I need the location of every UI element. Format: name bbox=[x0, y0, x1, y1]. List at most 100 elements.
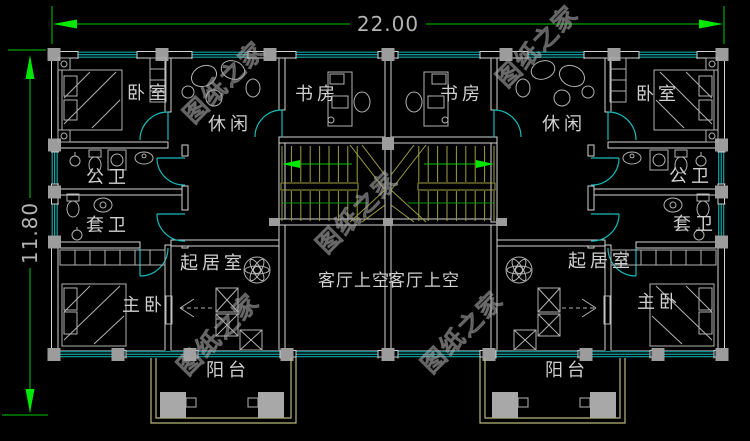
room-label-balcony-right: 阳台 bbox=[545, 360, 589, 381]
balcony-rail-left-inner bbox=[155, 358, 292, 419]
room-label-master-left: 主卧 bbox=[122, 295, 166, 316]
column bbox=[382, 137, 394, 150]
sofa-living-right bbox=[513, 287, 561, 351]
room-label-master-right: 主卧 bbox=[637, 292, 681, 313]
tv-and-arrow-left bbox=[165, 295, 214, 325]
staircase bbox=[280, 144, 496, 223]
sofa-leisure-left bbox=[181, 60, 261, 107]
door-master-right bbox=[607, 247, 637, 277]
column bbox=[607, 48, 621, 61]
room-label-void-left: 客厅上空 bbox=[318, 271, 390, 291]
width-dimension-label: 22.00 bbox=[357, 12, 419, 36]
balcony-rail-right-inner bbox=[484, 358, 621, 419]
room-label-ensuite-bath-right: 套卫 bbox=[673, 214, 717, 235]
bed-bedroom-right bbox=[653, 57, 719, 143]
ceiling-fan-left bbox=[243, 256, 271, 284]
room-label-balcony-left: 阳台 bbox=[206, 360, 250, 381]
room-label-study-left: 书房 bbox=[295, 84, 339, 105]
dimension-annotations: 22.00 11.80 bbox=[2, 6, 725, 416]
balcony-column bbox=[492, 392, 518, 418]
balcony-column bbox=[160, 392, 186, 418]
column bbox=[48, 235, 61, 249]
column bbox=[715, 48, 729, 61]
column bbox=[111, 348, 125, 361]
sofa-leisure-right bbox=[515, 60, 595, 107]
room-label-public-bath-left: 公卫 bbox=[86, 167, 130, 188]
column bbox=[715, 138, 728, 152]
bed-bedroom-left bbox=[57, 57, 123, 143]
column bbox=[48, 185, 61, 199]
column bbox=[482, 348, 496, 361]
structural-columns bbox=[47, 48, 729, 361]
column bbox=[579, 348, 593, 361]
furniture bbox=[57, 57, 719, 351]
fixtures-public-bath-right bbox=[622, 149, 707, 174]
room-labels: 卧室 卧室 书房 书房 休闲 休闲 公卫 公卫 套卫 套卫 主卧 主卧 起居室 … bbox=[86, 83, 717, 381]
balcony-rail-right-outer bbox=[479, 358, 626, 424]
room-label-leisure-right: 休闲 bbox=[542, 114, 586, 135]
column bbox=[47, 48, 61, 61]
room-label-bedroom-right: 卧室 bbox=[636, 84, 680, 105]
column bbox=[651, 348, 665, 361]
dimension-arrow-down bbox=[25, 389, 35, 413]
door-bedroom-right bbox=[607, 111, 637, 141]
door-bedroom-left bbox=[139, 111, 169, 141]
stair-rail-left bbox=[280, 182, 359, 191]
dimension-arrow-right bbox=[699, 19, 723, 29]
room-label-ensuite-bath-left: 套卫 bbox=[86, 215, 130, 236]
doors bbox=[139, 109, 637, 277]
bed-master-left bbox=[59, 249, 166, 347]
height-dimension-label: 11.80 bbox=[18, 202, 42, 264]
fixtures-ensuite-bath-left bbox=[66, 193, 113, 241]
bed-master-right bbox=[610, 249, 717, 347]
desk-study-left bbox=[327, 71, 371, 127]
door-study-right bbox=[493, 109, 522, 138]
wardrobe-bedroom-left bbox=[149, 57, 167, 103]
dimension-arrow-left bbox=[53, 19, 77, 29]
column bbox=[48, 138, 61, 152]
room-label-living-left: 起居室 bbox=[180, 253, 246, 274]
stair-arrow-left bbox=[282, 160, 300, 168]
wardrobe-bedroom-right bbox=[609, 57, 627, 103]
ceiling-fan-right bbox=[505, 256, 533, 284]
room-label-public-bath-right: 公卫 bbox=[669, 166, 713, 187]
column bbox=[715, 348, 729, 361]
column bbox=[183, 348, 197, 361]
sofa-living-left bbox=[215, 287, 263, 351]
column bbox=[47, 348, 61, 361]
door-master-left bbox=[139, 247, 169, 277]
room-label-study-right: 书房 bbox=[440, 84, 484, 105]
column bbox=[499, 48, 513, 61]
door-ensuite-bath-left bbox=[156, 213, 186, 242]
door-public-bath-left bbox=[156, 157, 186, 186]
room-label-living-right: 起居室 bbox=[568, 251, 634, 272]
balcony-column bbox=[590, 392, 616, 418]
column bbox=[496, 218, 507, 226]
balconies bbox=[150, 358, 626, 424]
balcony-column bbox=[258, 392, 284, 418]
column bbox=[263, 48, 277, 61]
room-label-leisure-left: 休闲 bbox=[208, 114, 252, 135]
column bbox=[381, 348, 395, 361]
fixtures-public-bath-left bbox=[69, 149, 154, 174]
party-wall bbox=[384, 51, 392, 358]
windows bbox=[51, 51, 726, 359]
balcony-rail-left-outer bbox=[150, 358, 297, 424]
room-label-bedroom-left: 卧室 bbox=[127, 83, 171, 104]
column bbox=[155, 48, 169, 61]
stair-rail-right bbox=[417, 182, 496, 191]
tv-and-arrow-right bbox=[562, 295, 611, 325]
column bbox=[383, 218, 393, 226]
column bbox=[715, 235, 728, 249]
dimension-arrow-up bbox=[25, 55, 35, 79]
fixtures-ensuite-bath-right bbox=[663, 193, 710, 241]
desk-study-right bbox=[405, 71, 449, 127]
door-public-bath-right bbox=[590, 157, 620, 186]
column bbox=[269, 218, 280, 226]
column bbox=[381, 48, 395, 61]
door-ensuite-bath-right bbox=[590, 213, 620, 242]
door-study-left bbox=[254, 109, 283, 138]
stair-arrow-right bbox=[476, 160, 494, 168]
